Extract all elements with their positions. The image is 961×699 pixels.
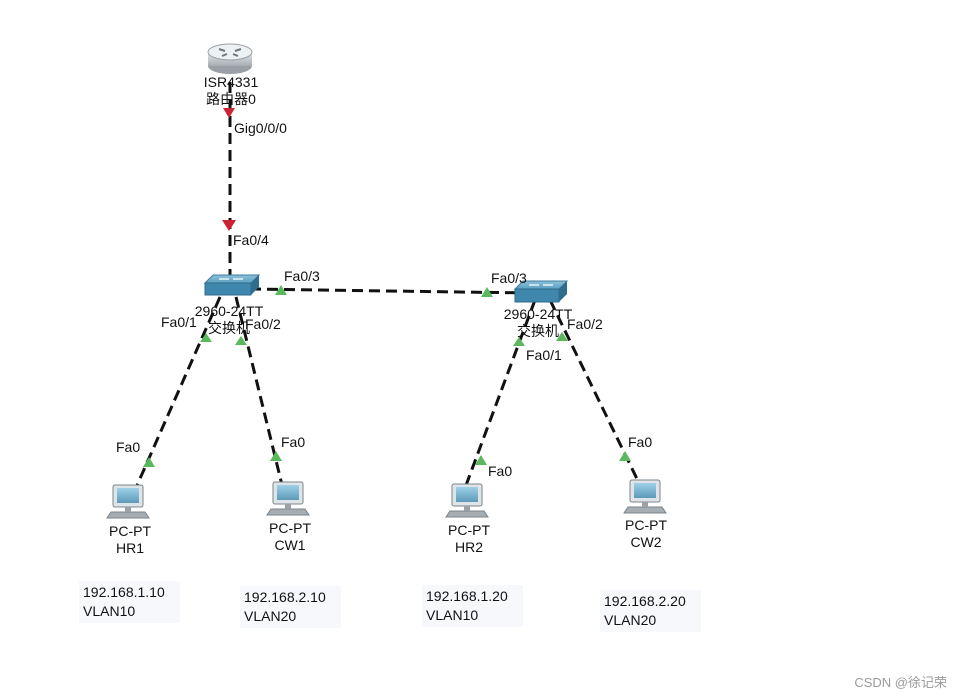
port-label: Fa0	[116, 439, 141, 455]
link-up-marker	[475, 455, 487, 465]
ip-address: 192.168.2.10	[244, 589, 326, 605]
router-model: ISR4331	[203, 74, 259, 90]
port-label: Gig0/0/0	[234, 120, 287, 136]
link-up-marker	[200, 333, 212, 342]
pc-label: PC-PT HR1	[109, 523, 151, 557]
switch-label: 2960-24TT 交换机	[504, 306, 572, 340]
pc-name: HR2	[454, 539, 483, 555]
switch-label: 2960-24TT 交换机	[195, 303, 263, 337]
port-label: Fa0	[281, 434, 306, 450]
port-label: Fa0/2	[245, 316, 281, 332]
pc-model: PC-PT	[448, 522, 490, 538]
link-up-marker	[619, 451, 631, 461]
router-icon[interactable]	[207, 43, 253, 74]
vlan-id: VLAN20	[244, 608, 297, 624]
port-label: Fa0	[488, 463, 513, 479]
pc-name: CW2	[630, 534, 662, 550]
router-name: 路由器0	[206, 91, 256, 107]
pc-model: PC-PT	[269, 520, 311, 536]
link-up-marker	[143, 457, 155, 467]
vlan-id: VLAN20	[604, 612, 657, 628]
link-switch1-cw1	[234, 296, 284, 486]
pc-label: PC-PT HR2	[448, 522, 490, 556]
ip-note: 192.168.2.20 VLAN20	[600, 590, 701, 632]
pc-label: PC-PT CW1	[269, 520, 311, 554]
switch-icon[interactable]	[203, 274, 261, 296]
link-up-marker	[513, 337, 525, 346]
ip-note: 192.168.1.10 VLAN10	[79, 581, 180, 623]
pc-icon[interactable]	[106, 484, 150, 519]
port-label: Fa0/2	[567, 316, 603, 332]
vlan-id: VLAN10	[83, 603, 136, 619]
port-label: Fa0/1	[526, 347, 562, 363]
switch-name: 交换机	[516, 323, 559, 339]
port-label: Fa0/4	[233, 232, 269, 248]
switch-model: 2960-24TT	[503, 306, 573, 322]
vlan-id: VLAN10	[426, 607, 479, 623]
router-label: ISR4331 路由器0	[204, 74, 258, 108]
link-down-marker	[223, 108, 235, 118]
ip-address: 192.168.2.20	[604, 593, 686, 609]
link-up-marker	[275, 285, 287, 295]
ip-note: 192.168.1.20 VLAN10	[422, 585, 523, 627]
pc-icon[interactable]	[623, 479, 667, 514]
pc-icon[interactable]	[266, 481, 310, 516]
link-up-marker	[481, 287, 493, 297]
switch-icon[interactable]	[513, 280, 569, 303]
link-switch1-switch2	[249, 287, 531, 295]
pc-model: PC-PT	[109, 523, 151, 539]
pc-model: PC-PT	[625, 517, 667, 533]
ip-address: 192.168.1.10	[83, 584, 165, 600]
switch-name: 交换机	[207, 320, 250, 336]
pc-label: PC-PT CW2	[625, 517, 667, 551]
port-label: Fa0/1	[161, 314, 197, 330]
pc-name: HR1	[115, 540, 144, 556]
link-up-marker	[556, 332, 568, 341]
port-label: Fa0/3	[491, 270, 527, 286]
link-up-marker	[235, 336, 247, 345]
port-label: Fa0	[628, 434, 653, 450]
pc-icon[interactable]	[445, 483, 489, 518]
ip-address: 192.168.1.20	[426, 588, 508, 604]
switch-model: 2960-24TT	[194, 303, 264, 319]
watermark: CSDN @徐记荣	[854, 675, 947, 690]
pc-name: CW1	[274, 537, 306, 553]
port-label: Fa0/3	[284, 268, 320, 284]
link-down-marker	[222, 220, 236, 231]
link-up-marker	[270, 451, 282, 461]
ip-note: 192.168.2.10 VLAN20	[240, 586, 341, 628]
